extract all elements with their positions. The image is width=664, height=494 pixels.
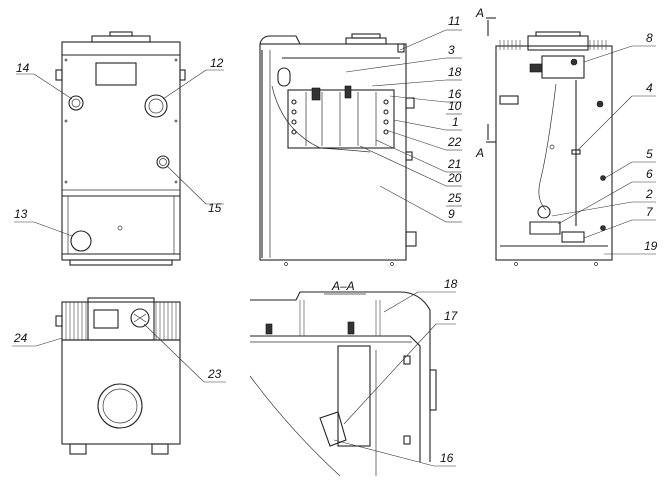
back-flue-collar [527, 35, 589, 51]
front-base [69, 259, 173, 266]
callout-7: 7 [646, 205, 654, 219]
callout-20: 20 [447, 171, 462, 185]
back-fan-unit [541, 55, 585, 79]
back-view: 8 4 5 6 2 7 19 [495, 31, 658, 266]
side-sight-glass [277, 67, 291, 87]
callout-2: 2 [645, 187, 653, 201]
callout-25: 25 [447, 191, 462, 205]
section-title: А–А [331, 279, 355, 293]
section-flue-pipe [337, 345, 371, 447]
top-collar [61, 301, 181, 341]
callout-5: 5 [646, 147, 653, 161]
callout-19: 19 [644, 239, 658, 253]
callout-24: 24 [13, 331, 28, 345]
front-port-14 [68, 95, 84, 111]
callout-16-section: 16 [440, 451, 454, 465]
front-port-12 [144, 94, 168, 118]
callout-15: 15 [208, 201, 222, 215]
callout-22: 22 [447, 135, 462, 149]
callout-1: 1 [452, 115, 459, 129]
callout-18: 18 [448, 65, 462, 79]
back-pump [537, 205, 551, 219]
top-burner-port [130, 308, 150, 328]
front-top-nozzle [109, 31, 133, 37]
callout-14: 14 [16, 61, 30, 75]
callout-9: 9 [448, 207, 455, 221]
side-body [259, 43, 407, 261]
callout-10: 10 [448, 99, 462, 113]
callout-18-section: 18 [444, 277, 458, 291]
callout-6: 6 [646, 167, 653, 181]
callout-16: 16 [448, 87, 462, 101]
top-body [61, 339, 181, 445]
callout-13: 13 [14, 207, 28, 221]
callout-11: 11 [448, 14, 460, 28]
front-port-13 [70, 230, 92, 252]
front-port-15 [156, 155, 170, 169]
callout-12: 12 [210, 56, 224, 70]
cut-marker-top: А [475, 6, 484, 20]
section-a-a: А–А 18 17 16 [249, 277, 459, 477]
side-view: 11 3 18 16 10 1 22 21 20 25 9 А А [259, 6, 496, 266]
callout-23: 23 [207, 367, 222, 381]
front-top-cap [91, 35, 151, 43]
front-display-panel [95, 62, 137, 86]
callout-4: 4 [646, 81, 653, 95]
callout-17-section: 17 [444, 309, 459, 323]
callout-8: 8 [646, 31, 653, 45]
cut-marker-bottom: А [475, 146, 484, 160]
callout-21: 21 [447, 157, 461, 171]
callout-3: 3 [448, 43, 455, 57]
front-view: 14 12 15 13 [14, 31, 224, 266]
front-body [61, 41, 181, 261]
top-flue-opening [97, 383, 143, 429]
top-view: 24 23 [12, 297, 226, 455]
